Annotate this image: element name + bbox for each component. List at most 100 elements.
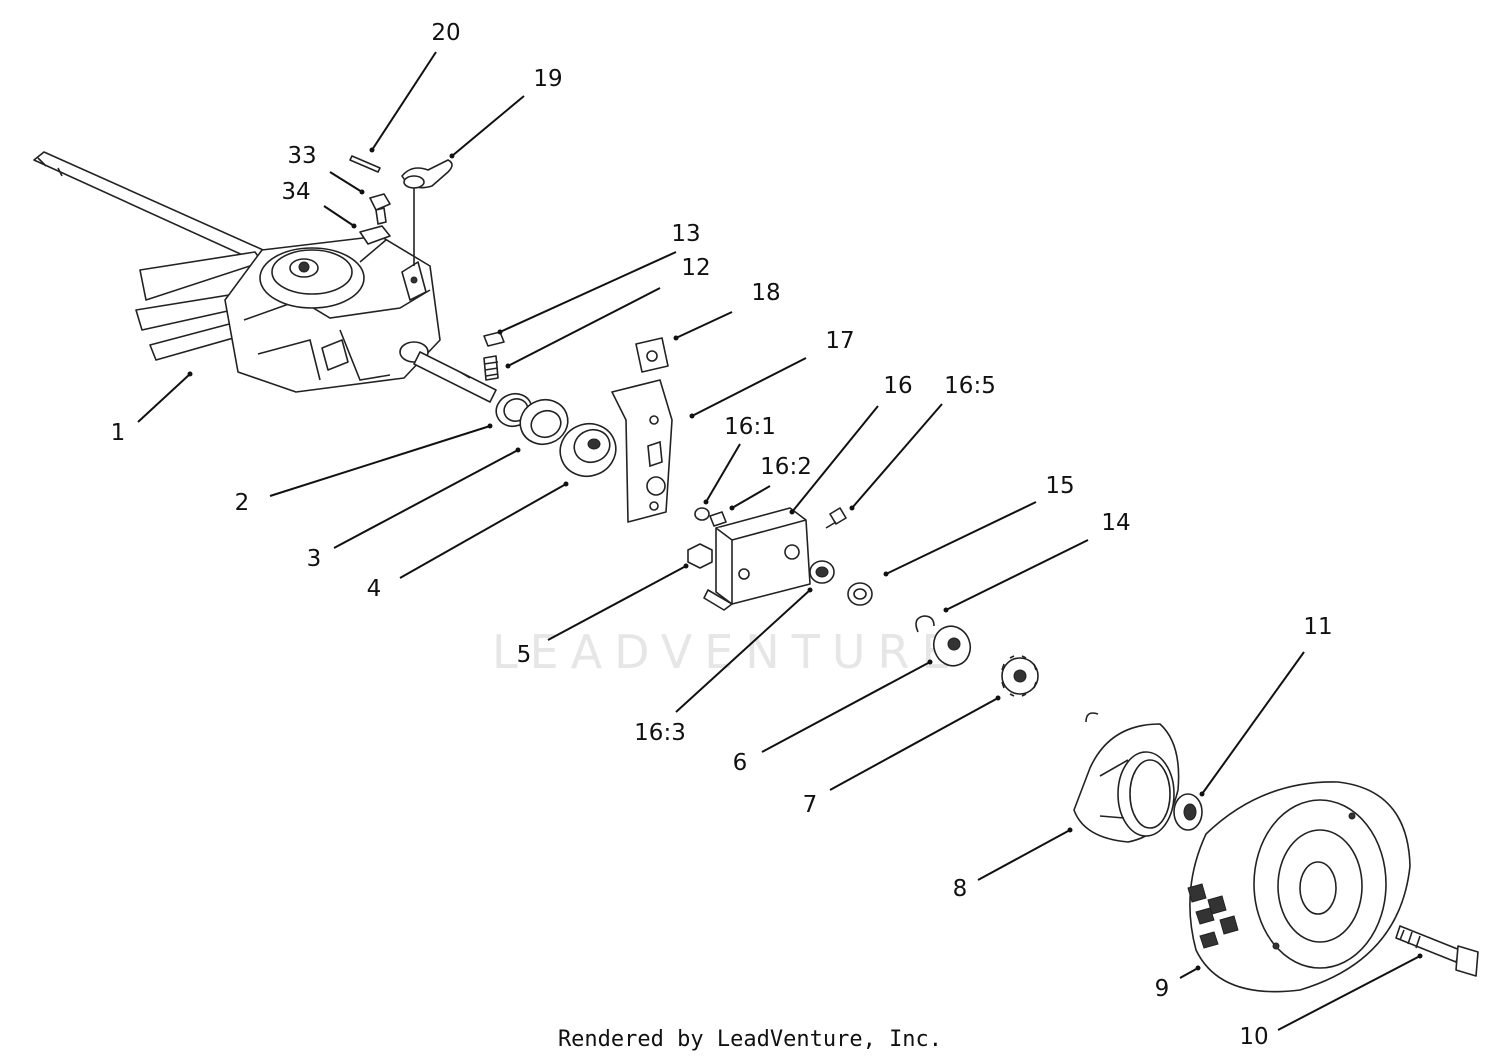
leader-line-11 (1201, 651, 1305, 795)
parts-drawing (33, 151, 1479, 993)
callout-label-8: 8 (953, 876, 968, 902)
callout-11: 11 (1199, 614, 1333, 797)
leader-dot-11 (1199, 791, 1205, 797)
callout-5: 5 (517, 563, 689, 668)
part-16-2 (709, 511, 727, 527)
footer-credit: Rendered by LeadVenture, Inc. (558, 1027, 942, 1052)
leader-line-18 (675, 311, 733, 339)
callout-19: 19 (449, 66, 563, 159)
part-7-gear (1001, 655, 1039, 697)
callout-1: 1 (111, 371, 193, 446)
part-9-wheel (1187, 781, 1411, 993)
part-11-bearing (1173, 793, 1203, 831)
part-5-nut (687, 543, 713, 569)
callout-2: 2 (235, 423, 493, 516)
leader-line-16-2 (731, 485, 771, 509)
leader-line-6 (761, 661, 931, 753)
callout-label-34: 34 (281, 179, 310, 205)
leader-line-16-3 (675, 589, 811, 713)
part-16-bracket (703, 507, 811, 611)
leader-dot-10 (1417, 953, 1423, 959)
callout-33: 33 (287, 143, 365, 195)
leader-dot-15 (883, 571, 889, 577)
leader-line-19 (451, 95, 525, 157)
part-8-hub (1073, 712, 1180, 843)
callout-label-7: 7 (803, 792, 818, 818)
leader-dot-19 (449, 153, 455, 159)
leader-line-4 (399, 483, 567, 579)
part-6-washer (932, 625, 972, 667)
leader-dot-5 (683, 563, 689, 569)
callout-label-16: 16 (883, 373, 912, 399)
part-13-key (483, 331, 505, 347)
part-17-plate (611, 379, 673, 523)
leader-line-2 (269, 425, 491, 497)
callout-3: 3 (307, 447, 521, 572)
callout-label-13: 13 (671, 221, 700, 247)
callout-label-14: 14 (1101, 510, 1130, 536)
leader-dot-6 (927, 659, 933, 665)
leader-dot-17 (689, 413, 695, 419)
leader-dot-2 (487, 423, 493, 429)
leader-dot-9 (1195, 965, 1201, 971)
leader-line-16 (791, 405, 879, 513)
leader-dot-18 (673, 335, 679, 341)
leader-line-1 (137, 373, 191, 423)
part-10-bolt (1395, 925, 1479, 977)
part-16-3-bushing (809, 560, 835, 584)
leader-dot-8 (1067, 827, 1073, 833)
leader-line-15 (885, 501, 1037, 575)
callout-label-1: 1 (111, 420, 126, 446)
callout-label-16-3: 16:3 (634, 720, 686, 746)
part-16-1 (694, 507, 710, 521)
callout-8: 8 (953, 827, 1073, 902)
callout-label-10: 10 (1239, 1024, 1268, 1050)
leader-dot-16-2 (729, 505, 735, 511)
callout-label-5: 5 (517, 642, 532, 668)
callout-label-6: 6 (733, 750, 748, 776)
part-14-e-ring (915, 615, 935, 633)
callout-4: 4 (367, 481, 569, 602)
callout-label-11: 11 (1303, 614, 1332, 640)
callout-12: 12 (505, 255, 711, 369)
leader-dot-33 (359, 189, 365, 195)
leader-dot-20 (369, 147, 375, 153)
leader-line-14 (945, 539, 1089, 611)
leader-line-5 (547, 565, 687, 641)
callout-label-19: 19 (533, 66, 562, 92)
callout-34: 34 (281, 179, 357, 229)
leader-line-16-1 (705, 443, 741, 503)
callout-label-33: 33 (287, 143, 316, 169)
callout-16-5: 16:5 (849, 373, 996, 511)
leader-dot-16-5 (849, 505, 855, 511)
leader-dot-12 (505, 363, 511, 369)
part-3-washer (519, 398, 569, 446)
part-34-clip (359, 225, 391, 245)
part-18-block (635, 337, 669, 373)
part-19-lever (401, 159, 453, 266)
leader-dot-3 (515, 447, 521, 453)
leader-line-3 (333, 449, 519, 549)
leader-dot-1 (187, 371, 193, 377)
leader-line-7 (829, 697, 999, 791)
leader-line-9 (1179, 967, 1199, 979)
callout-16-2: 16:2 (729, 454, 812, 511)
callout-10: 10 (1239, 953, 1423, 1050)
part-33-bolt (369, 193, 391, 225)
part-12-spring (483, 355, 499, 381)
callout-6: 6 (733, 659, 933, 776)
part-16-5-fitting (825, 507, 847, 529)
callout-label-15: 15 (1045, 473, 1074, 499)
leader-dot-16-3 (807, 587, 813, 593)
part-20-pin (349, 155, 381, 173)
leader-dot-7 (995, 695, 1001, 701)
leader-dot-13 (497, 329, 503, 335)
callout-label-3: 3 (307, 546, 322, 572)
leader-line-16-5 (851, 403, 943, 509)
callout-7: 7 (803, 695, 1001, 818)
leader-line-8 (977, 829, 1071, 881)
leader-line-10 (1277, 955, 1421, 1031)
leader-dot-16 (789, 509, 795, 515)
callout-17: 17 (689, 328, 855, 419)
